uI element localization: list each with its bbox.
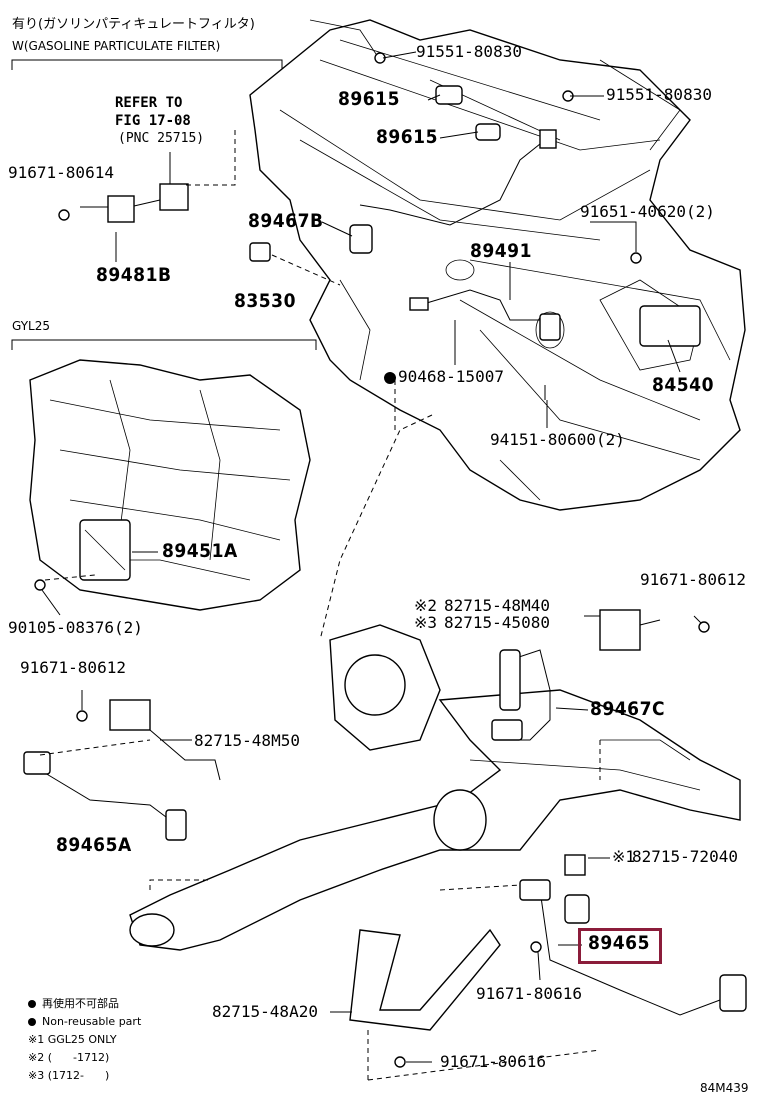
label-89491[interactable]: 89491 bbox=[470, 240, 532, 262]
label-82715-48m40[interactable]: 82715-48M40 bbox=[444, 596, 550, 615]
label-89615-b[interactable]: 89615 bbox=[376, 126, 438, 148]
gyl25-label: GYL25 bbox=[12, 319, 50, 333]
label-89615-a[interactable]: 89615 bbox=[338, 88, 400, 110]
refer-line1[interactable]: REFER TO bbox=[115, 95, 183, 111]
label-89465[interactable]: 89465 bbox=[588, 932, 650, 954]
o2-sensor-89465a bbox=[23, 699, 221, 841]
label-90105-08376[interactable]: 90105-08376(2) bbox=[8, 618, 143, 637]
label-90468-15007[interactable]: 90468-15007 bbox=[398, 367, 504, 386]
label-91551-b[interactable]: 91551-80830 bbox=[606, 85, 712, 104]
bracket-82715-48a20 bbox=[349, 928, 501, 1031]
sensor-83530 bbox=[249, 242, 271, 262]
legend-note-2: ※2 ( -1712) bbox=[28, 1051, 110, 1064]
label-89465a[interactable]: 89465A bbox=[56, 834, 132, 856]
legend-note-3: ※3 (1712- ) bbox=[28, 1069, 110, 1082]
highlight-box[interactable] bbox=[578, 928, 662, 964]
vsv-89481b bbox=[107, 152, 189, 223]
label-89467b[interactable]: 89467B bbox=[248, 210, 324, 232]
label-91671-80614[interactable]: 91671-80614 bbox=[8, 163, 114, 182]
figure-id: 84M439 bbox=[700, 1081, 749, 1095]
legend-non-reusable-jp: 再使用不可部品 bbox=[42, 997, 119, 1010]
legend-note-1: ※1 GGL25 ONLY bbox=[28, 1033, 117, 1046]
mark-2: ※2 bbox=[414, 596, 438, 615]
label-91551-a[interactable]: 91551-80830 bbox=[416, 42, 522, 61]
label-84540[interactable]: 84540 bbox=[652, 374, 714, 396]
header-jp: 有り(ガソリンパティキュレートフィルタ) bbox=[12, 17, 255, 32]
label-91671-80616-a[interactable]: 91671-80616 bbox=[476, 984, 582, 1003]
label-89451a[interactable]: 89451A bbox=[162, 540, 238, 562]
o2-sensor-89465 bbox=[519, 854, 747, 1016]
mark-3: ※3 bbox=[414, 613, 438, 632]
label-82715-48m50[interactable]: 82715-48M50 bbox=[194, 731, 300, 750]
o2-sensor-89467c bbox=[491, 609, 661, 741]
label-91671-80612-left[interactable]: 91671-80612 bbox=[20, 658, 126, 677]
label-82715-72040[interactable]: 82715-72040 bbox=[632, 847, 738, 866]
mark-1: ※1 bbox=[612, 847, 636, 866]
label-83530[interactable]: 83530 bbox=[234, 290, 296, 312]
header-bracket bbox=[11, 59, 283, 70]
label-91671-80616-b[interactable]: 91671-80616 bbox=[440, 1052, 546, 1071]
label-82715-45080[interactable]: 82715-45080 bbox=[444, 613, 550, 632]
label-91651-40620[interactable]: 91651-40620(2) bbox=[580, 202, 715, 221]
non-reusable-dot bbox=[384, 372, 396, 384]
legend-non-reusable-en: Non-reusable part bbox=[42, 1015, 142, 1028]
gyl25-bracket bbox=[11, 339, 317, 350]
label-89481b[interactable]: 89481B bbox=[96, 264, 172, 286]
label-94151-80600[interactable]: 94151-80600(2) bbox=[490, 430, 625, 449]
transmission-block bbox=[29, 359, 311, 611]
label-91671-80612-right[interactable]: 91671-80612 bbox=[640, 570, 746, 589]
engine-block bbox=[249, 19, 746, 511]
refer-line3: (PNC 25715) bbox=[118, 131, 205, 146]
label-89467c[interactable]: 89467C bbox=[590, 698, 666, 720]
refer-line2[interactable]: FIG 17-08 bbox=[115, 113, 191, 129]
header-en: W(GASOLINE PARTICULATE FILTER) bbox=[12, 39, 221, 53]
exhaust-pipe bbox=[129, 624, 741, 951]
label-82715-48a20[interactable]: 82715-48A20 bbox=[212, 1002, 318, 1021]
